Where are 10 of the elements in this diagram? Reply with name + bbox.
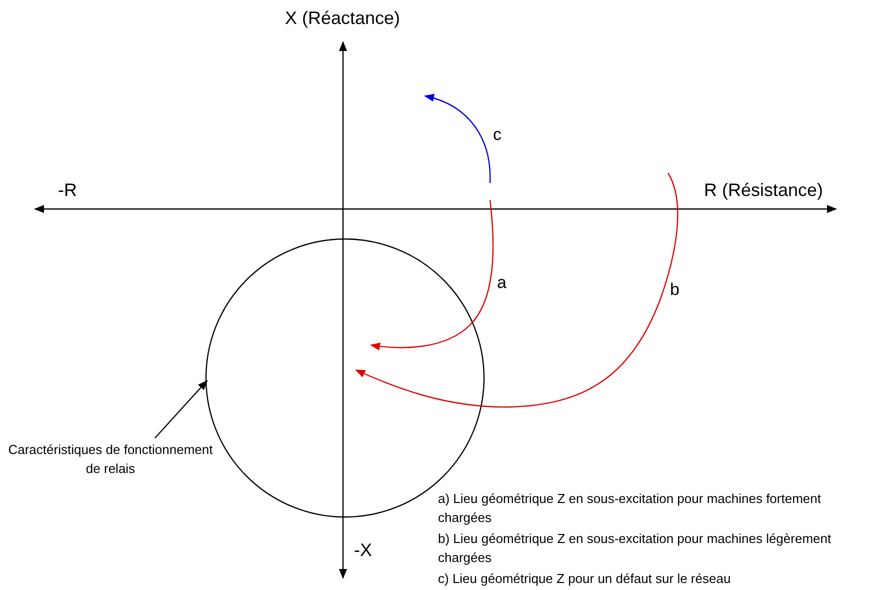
axis-label: -R [58, 180, 77, 201]
axis-label: X (Réactance) [285, 8, 400, 29]
locus-curve-arrow [355, 172, 678, 408]
locus-curve-arrow [370, 200, 494, 350]
leader-line [154, 380, 208, 438]
curve-label: c [493, 125, 502, 145]
axis-label: -X [354, 540, 372, 561]
legend-note: c) Lieu géométrique Z pour un défaut sur le réseau [438, 570, 732, 588]
axis-label: R (Résistance) [704, 180, 824, 201]
callout-text: Caractéristiques de fonctionnement de relais [8, 440, 213, 478]
